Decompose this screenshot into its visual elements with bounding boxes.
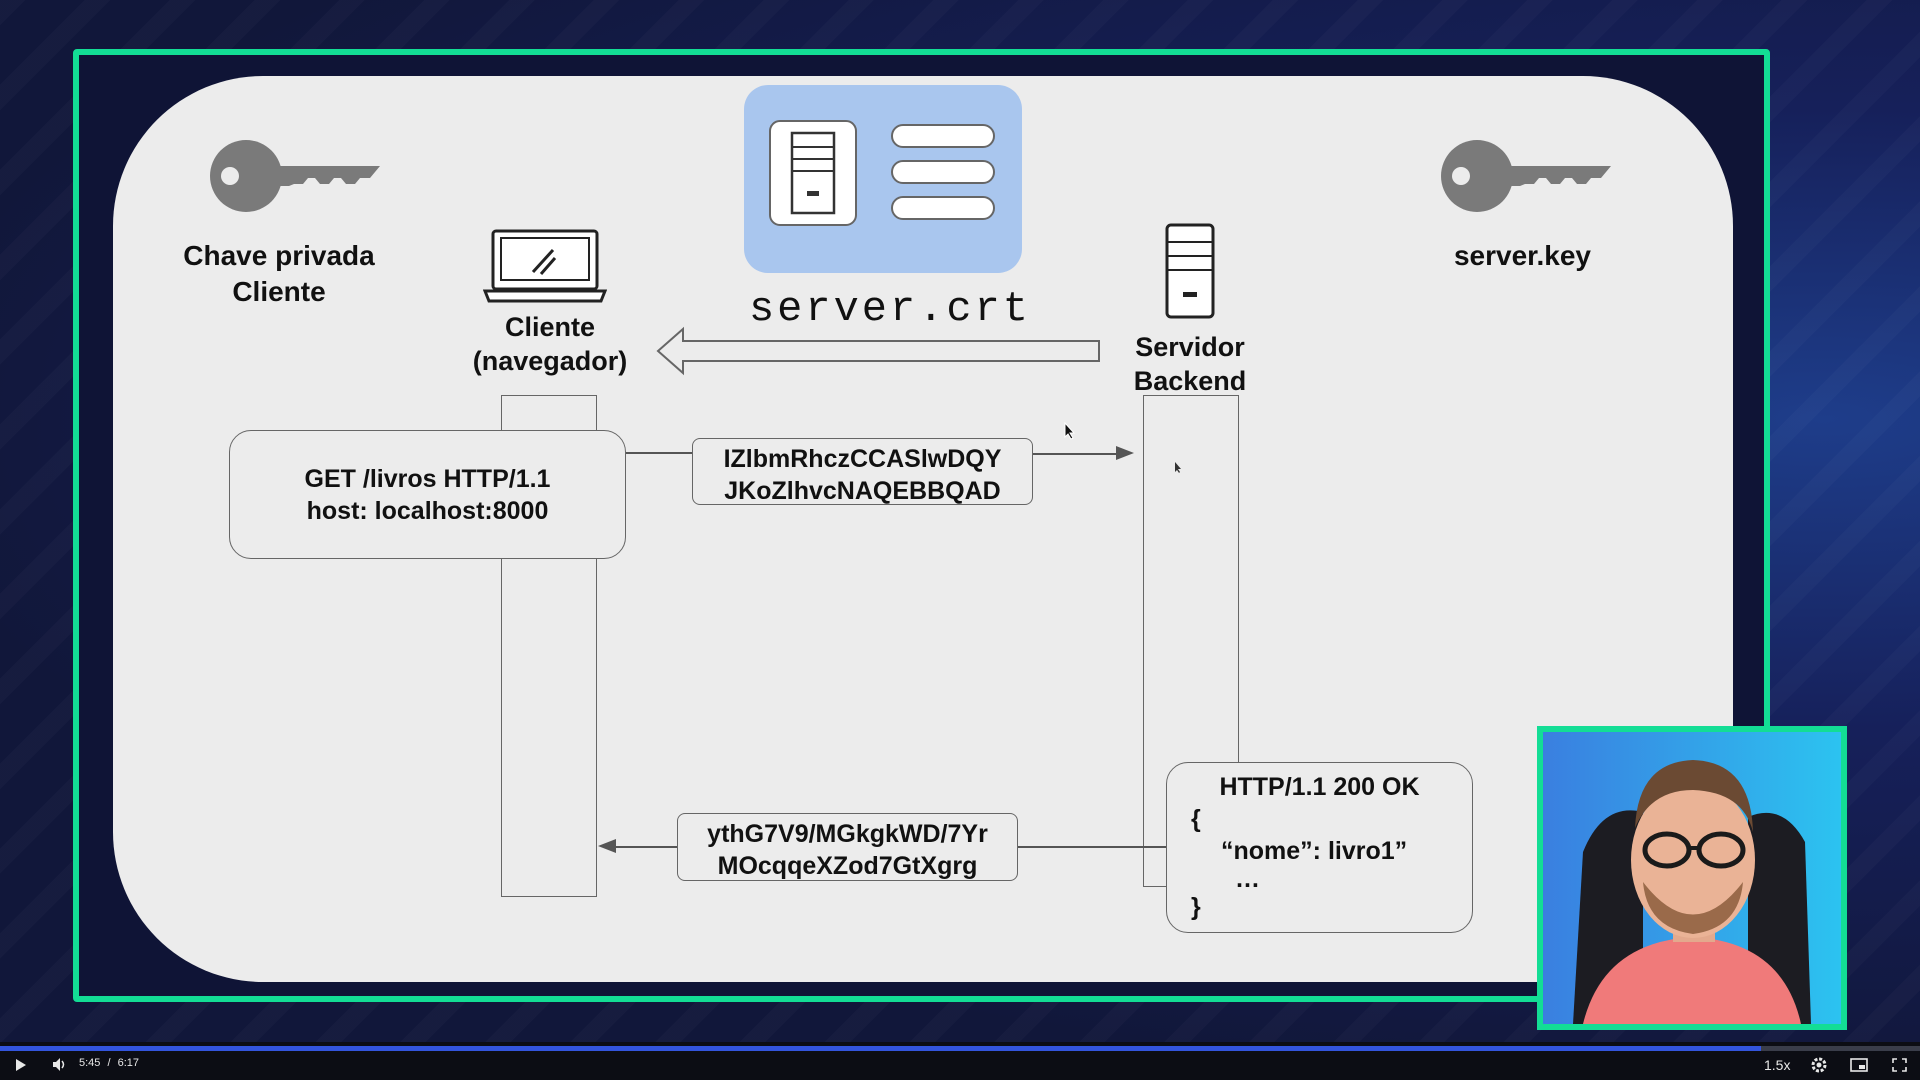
server-label-line2: Backend [1133, 366, 1247, 396]
arrow-head-icon [598, 839, 616, 853]
http-request-box: GET /livros HTTP/1.1 host: localhost:800… [229, 430, 626, 559]
key-left-label-line1: Chave privada [183, 240, 375, 271]
arrow-head-icon [1116, 446, 1134, 460]
client-label-line2: (navegador) [472, 346, 628, 376]
client-label: Cliente (navegador) [455, 310, 645, 378]
certificate-arrow [656, 326, 1100, 376]
progress-bar[interactable] [0, 1046, 1920, 1051]
laptop-icon [483, 229, 607, 303]
response-line4: … [1235, 865, 1260, 893]
encrypted-request-box: IZlbmRhczCCASlwDQY JKoZlhvcNAQEBBQAD [692, 438, 1033, 505]
presenter-image [1543, 732, 1841, 1024]
play-icon[interactable] [15, 1058, 27, 1072]
webcam-overlay [1537, 726, 1847, 1030]
key-left-label-line2: Cliente [232, 276, 326, 307]
fullscreen-icon[interactable] [1892, 1058, 1907, 1072]
response-line3: “nome”: livro1” [1221, 837, 1408, 865]
encrypted-response-line2: MOcqqeXZod7GtXgrg [717, 852, 978, 880]
request-connector [626, 452, 692, 454]
request-arrow-line [1032, 453, 1122, 455]
time-display: 5:45 / 6:17 [79, 1057, 139, 1069]
time-separator: / [107, 1057, 111, 1069]
encrypted-request-line1: IZlbmRhczCCASlwDQY [723, 445, 1002, 473]
key-icon [1441, 140, 1611, 212]
response-line1: HTTP/1.1 200 OK [1219, 773, 1420, 801]
server-tower-icon [1165, 223, 1215, 319]
request-text: GET /livros HTTP/1.1 host: localhost:800… [230, 463, 625, 527]
request-line1: GET /livros HTTP/1.1 [304, 465, 551, 493]
volume-icon[interactable] [52, 1057, 68, 1072]
response-line5: } [1191, 893, 1201, 921]
server-icon [769, 120, 857, 226]
gear-icon[interactable] [1810, 1056, 1828, 1074]
certificate-card [744, 85, 1022, 273]
duration: 6:17 [117, 1057, 140, 1069]
http-response-box: HTTP/1.1 200 OK { “nome”: livro1” … } [1166, 762, 1473, 933]
encrypted-response-line1: ythG7V9/MGkgkWD/7Yr [707, 820, 988, 848]
encrypted-request-line2: JKoZlhvcNAQEBBQAD [724, 477, 1001, 505]
encrypted-response-box: ythG7V9/MGkgkWD/7Yr MOcqqeXZod7GtXgrg [677, 813, 1018, 881]
picture-in-picture-icon[interactable] [1850, 1058, 1868, 1072]
response-connector [1017, 846, 1166, 848]
response-arrow-line [612, 846, 678, 848]
server-label-line1: Servidor [1135, 332, 1245, 362]
response-text: HTTP/1.1 200 OK { “nome”: livro1” … } [1167, 771, 1472, 923]
playback-speed-button[interactable]: 1.5x [1764, 1057, 1791, 1073]
response-line2: { [1191, 805, 1201, 833]
mouse-cursor-icon [1064, 422, 1076, 440]
server-key-label: server.key [1453, 240, 1592, 271]
certificate-lines-icon [891, 124, 995, 220]
current-time: 5:45 [79, 1057, 101, 1069]
certificate-label: server.crt [748, 285, 1032, 333]
request-line2: host: localhost:8000 [306, 497, 549, 525]
mouse-cursor-icon [1175, 462, 1181, 473]
key-icon [210, 140, 380, 212]
server-label: Servidor Backend [1105, 330, 1275, 398]
client-label-line1: Cliente [504, 312, 596, 342]
client-private-key-label: Chave privada Cliente [160, 238, 398, 310]
progress-bar-fill [0, 1046, 1761, 1051]
